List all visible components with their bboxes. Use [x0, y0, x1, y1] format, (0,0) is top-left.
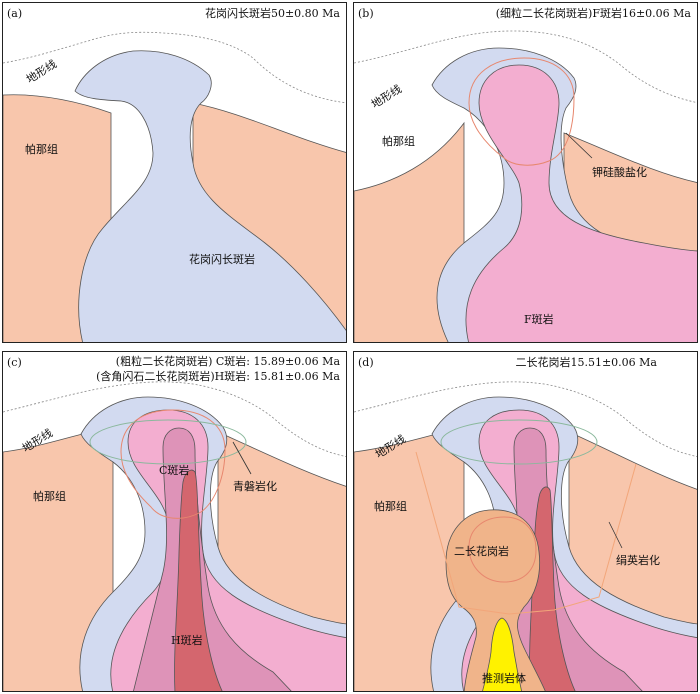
- f-porphyry-label: F斑岩: [524, 313, 554, 326]
- panel-c: (c) (粗粒二长花岗斑岩) C斑岩: 15.89±0.06 Ma (含角闪石二…: [2, 351, 347, 692]
- panel-d-letter: (d): [358, 356, 374, 369]
- c-porphyry-body: [133, 427, 292, 691]
- terrain-line: [354, 30, 697, 103]
- h-porphyry-label: H斑岩: [171, 634, 203, 647]
- panel-c-diagram: [3, 381, 346, 691]
- terrain-line: [3, 381, 346, 457]
- h-porphyry-body: [174, 469, 223, 691]
- potassic-alteration-line: [120, 409, 226, 519]
- pana-label: 帕那组: [33, 490, 66, 503]
- f-porphyry-body: [465, 64, 697, 342]
- panel-b: (b) (细粒二长花岗斑岩)F斑岩16±0.06 Ma 地形线 帕那组 钾硅酸盐…: [353, 2, 698, 343]
- pana-label: 帕那组: [374, 500, 407, 513]
- alteration-leader-line: [565, 132, 593, 159]
- pana-label: 帕那组: [25, 143, 58, 156]
- panel-d-title: 二长花岗岩15.51±0.06 Ma: [515, 356, 657, 369]
- panel-c-letter: (c): [7, 356, 22, 369]
- inferred-pluton-body: [482, 617, 522, 691]
- panel-c-title-line1: (粗粒二长花岗斑岩) C斑岩: 15.89±0.06 Ma: [115, 355, 340, 368]
- monzogranite-body: [445, 509, 546, 691]
- monzogranite-label: 二长花岗岩: [454, 545, 509, 558]
- c-porphyry-label: C斑岩: [159, 464, 190, 477]
- granodiorite-porphyry-label: 花岗闪长斑岩: [189, 253, 255, 266]
- panel-d: (d) 二长花岗岩15.51±0.06 Ma 地形线 帕那组 二长花岗岩 绢英岩…: [353, 351, 698, 692]
- terrain-line: [3, 31, 346, 104]
- phyllic-alteration-line: [415, 451, 637, 615]
- pana-left-unit: [3, 426, 114, 691]
- pana-label: 帕那组: [382, 135, 415, 148]
- panel-c-title-line2: (含角闪石二长花岗斑岩)H斑岩: 15.81±0.06 Ma: [96, 370, 340, 383]
- panel-b-letter: (b): [358, 7, 374, 20]
- inferred-pluton-label: 推测岩体: [482, 672, 526, 685]
- propylitic-alteration-label: 青磐岩化: [233, 480, 277, 493]
- pana-left-unit: [354, 121, 465, 342]
- panel-a-diagram: [3, 31, 346, 342]
- terrain-line: [354, 381, 697, 457]
- panel-b-diagram: [354, 30, 697, 342]
- alteration-leader-line: [232, 441, 252, 475]
- potassic-alteration-line: [468, 57, 575, 166]
- alteration-leader-line: [608, 521, 623, 549]
- granodiorite-porphyry-body: [74, 50, 346, 342]
- potassic-alteration-label: 钾硅酸盐化: [592, 166, 647, 179]
- phyllic-alteration-label: 绢英岩化: [616, 554, 660, 567]
- propylitic-alteration-line: [89, 419, 247, 465]
- panel-a: (a) 花岗闪长斑岩50±0.80 Ma 地形线 帕那组 花岗闪长斑岩: [2, 2, 347, 343]
- panel-a-title: 花岗闪长斑岩50±0.80 Ma: [204, 7, 340, 20]
- panel-d-diagram: [354, 381, 697, 691]
- panel-a-letter: (a): [7, 7, 23, 20]
- pana-left-unit: [354, 426, 465, 691]
- panel-b-title: (细粒二长花岗斑岩)F斑岩16±0.06 Ma: [495, 7, 691, 20]
- propylitic-alteration-line: [440, 419, 598, 465]
- potassic-alteration-line: [468, 516, 537, 583]
